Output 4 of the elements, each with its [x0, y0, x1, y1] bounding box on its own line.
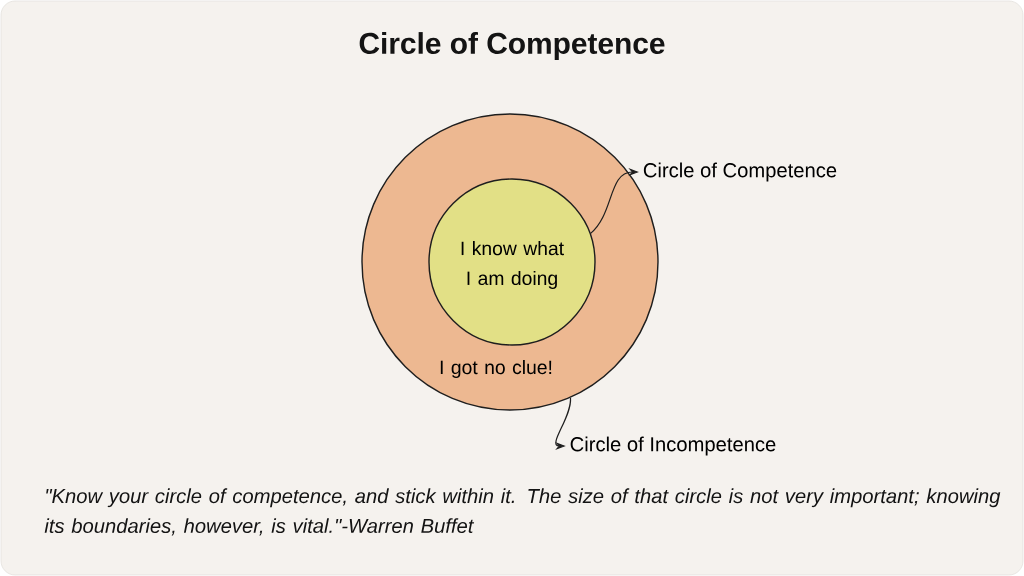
- circle-label: Circle of Incompetence: [570, 436, 776, 456]
- quote: "Know your circle of competence, and stick within it. The size of that circle is not very important; knowing its boundaries, however, is vital."-Warren Buffet: [44, 488, 1001, 536]
- arrow: [555, 397, 572, 450]
- title: Circle of Competence: [359, 32, 665, 60]
